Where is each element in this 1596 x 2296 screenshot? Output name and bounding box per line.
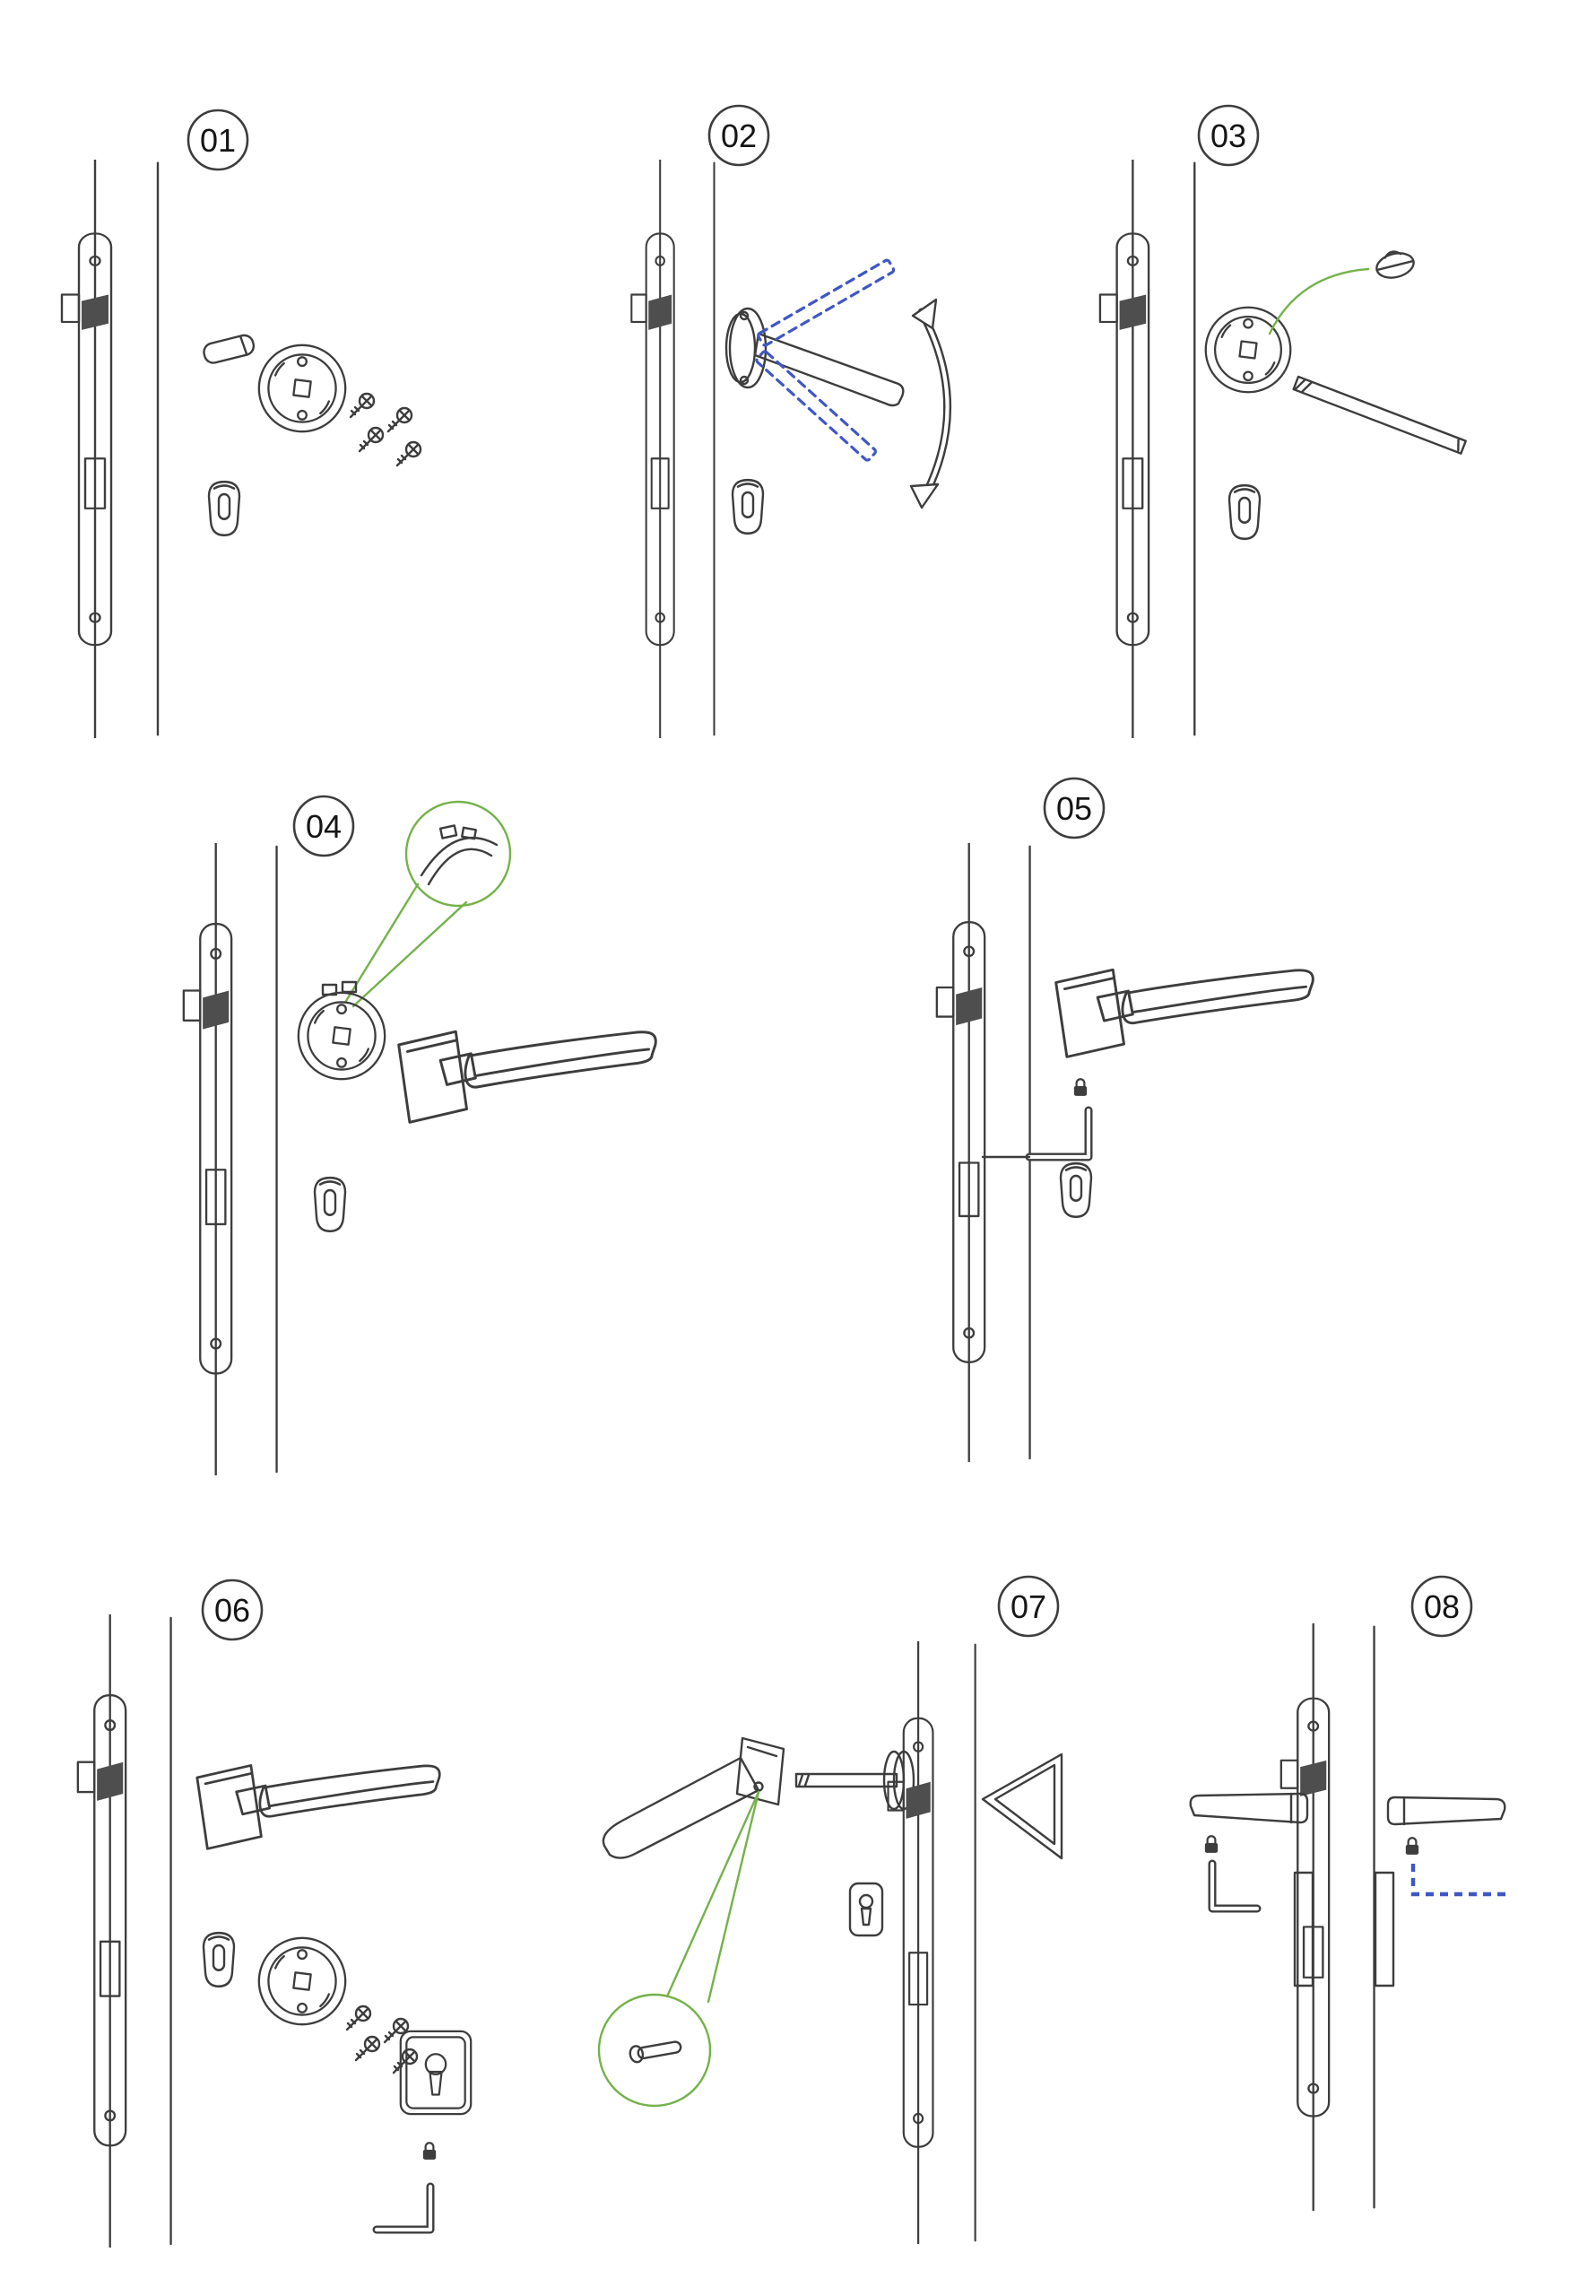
lever-handle (397, 1030, 657, 1124)
step-07-panel: 07 (597, 1575, 1063, 2244)
step-number-badge: 03 (1197, 104, 1260, 167)
clip-detail-drawing (420, 824, 499, 886)
rose-side-view (724, 307, 768, 389)
step-number: 03 (1210, 117, 1246, 154)
thumbturn-cylinder (207, 480, 241, 537)
door-edge-mortise-lock (60, 160, 160, 738)
round-rose (257, 1936, 347, 2026)
lever-handle-inside (1189, 1792, 1309, 1824)
padlock-icon (421, 2141, 438, 2161)
retaining-clip (1375, 250, 1415, 279)
door-edge-mortise-lock (1098, 160, 1196, 738)
step-number-badge: 02 (707, 104, 770, 167)
padlock-icon (1404, 1836, 1420, 1857)
oval-escutcheon (848, 1882, 884, 1937)
step-number: 05 (1056, 790, 1092, 827)
step-number: 06 (214, 1592, 250, 1629)
square-spindle (794, 1772, 898, 1788)
door-edge-mortise-lock (935, 843, 1031, 1462)
door-edge-mortise-lock (182, 843, 278, 1475)
spindle-position-dashed (755, 258, 896, 462)
step-number-badge: 08 (1410, 1575, 1473, 1638)
step-number-badge: 01 (186, 109, 249, 171)
step-number-badge: 04 (292, 795, 355, 857)
step-01-panel: 01 (60, 109, 422, 738)
thumbturn-cylinder (1059, 1161, 1093, 1219)
lock-body-plates (1293, 1871, 1395, 1987)
step-number-badge: 05 (1043, 777, 1106, 839)
step-number: 04 (306, 808, 342, 845)
step-number: 01 (200, 122, 236, 159)
step-number: 02 (721, 117, 757, 154)
clip-detail-callout (404, 800, 512, 908)
square-spindle (1292, 375, 1467, 455)
step-06-panel: 06 (76, 1578, 473, 2248)
step-number: 07 (1011, 1588, 1046, 1625)
rotation-arrow (909, 298, 952, 509)
padlock-icon (1072, 1077, 1089, 1098)
rose-clip-tabs (321, 980, 358, 996)
round-rose-with-clip (297, 991, 386, 1081)
callout-leader-lines (665, 1790, 760, 2004)
step-08-panel: 08 (1189, 1575, 1506, 2211)
clip-leader-curve (1268, 267, 1370, 335)
callout-leader-lines (344, 883, 468, 1008)
round-rose (257, 344, 347, 433)
door-edge-mortise-lock (887, 1641, 976, 2244)
thumbturn-cylinder (202, 1931, 236, 1988)
lever-handle-detached (602, 1736, 785, 1859)
keyhole-escutcheon (399, 2030, 473, 2116)
lever-handle (195, 1764, 441, 1850)
mounting-screws (349, 392, 422, 467)
step-04-panel: 04 (182, 795, 657, 1475)
allen-key (1025, 1106, 1093, 1161)
thumbturn-cylinder (313, 1176, 347, 1233)
allen-key (1208, 1859, 1262, 1913)
step-05-panel: 05 (935, 777, 1314, 1462)
door-edge-mortise-lock (630, 160, 716, 738)
padlock-icon (1203, 1834, 1219, 1855)
step-03-panel: 03 (1098, 104, 1467, 738)
thumbturn-cylinder (731, 478, 765, 535)
pin-detail-callout (597, 1993, 712, 2108)
dashed-turn-path (1410, 1864, 1506, 1897)
thumbturn-cylinder (1227, 483, 1262, 541)
step-number-badge: 07 (997, 1575, 1060, 1638)
pin-detail-drawing (629, 2040, 682, 2064)
allen-key (372, 2182, 435, 2234)
lever-handle (753, 332, 905, 407)
step-02-panel: 02 (630, 104, 952, 738)
handle-stub (203, 334, 256, 364)
door-edge-mortise-lock (76, 1614, 172, 2248)
step-number: 08 (1424, 1588, 1460, 1625)
lever-handle-outside (1386, 1796, 1506, 1826)
wedge-plate (981, 1752, 1063, 1860)
step-number-badge: 06 (201, 1578, 264, 1641)
lever-handle (1054, 968, 1314, 1058)
